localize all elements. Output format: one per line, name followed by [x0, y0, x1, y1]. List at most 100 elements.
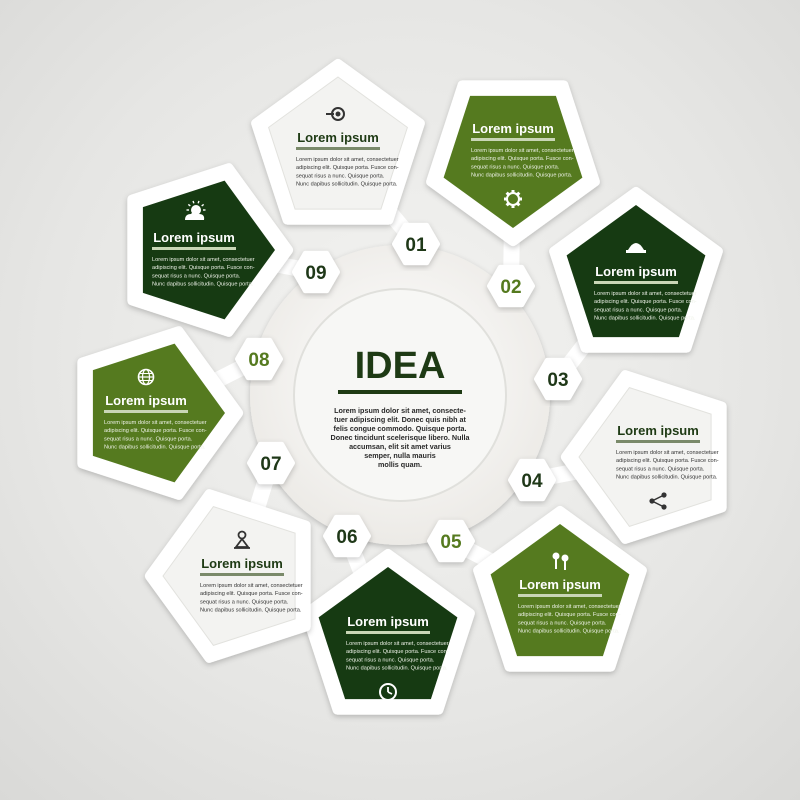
center-title: IDEA — [355, 345, 446, 387]
center-underline — [338, 390, 462, 394]
step-number: 06 — [336, 527, 357, 548]
target-icon — [326, 107, 345, 121]
step-body-line: Lorem ipsum dolor sit amet, consectetuer — [471, 148, 574, 154]
step-number: 08 — [248, 350, 269, 371]
share-icon — [649, 492, 667, 510]
step-panel — [443, 95, 583, 229]
step-body-line: adipiscing elit. Quisque porta. Fusce co… — [471, 156, 574, 162]
step-number: 05 — [440, 532, 462, 553]
step-number: 07 — [260, 454, 281, 475]
step-title: Lorem ipsum — [105, 393, 187, 408]
step-number-badge — [508, 458, 556, 502]
center-body-line: tuer adipiscing elit. Donec quis nibh at — [334, 415, 466, 424]
step-body-line: Lorem ipsum dolor sit amet, consectetuer — [296, 157, 399, 163]
step-body-line: adipiscing elit. Quisque porta. Fusce co… — [296, 165, 399, 171]
step-title-rule — [346, 631, 430, 634]
step-title: Lorem ipsum — [347, 614, 429, 629]
center-body-line: Donec tincidunt scelerisque libero. Null… — [331, 433, 471, 442]
step-body-line: Lorem ipsum dolor sit amet, consectetuer — [616, 450, 719, 456]
step-body-line: adipiscing elit. Quisque porta. Fusce co… — [346, 649, 449, 655]
step-body-line: Lorem ipsum dolor sit amet, consectetuer — [346, 641, 449, 647]
step-title: Lorem ipsum — [617, 423, 699, 438]
step-body-line: adipiscing elit. Quisque porta. Fusce co… — [616, 458, 719, 464]
center-body-line: Lorem ipsum dolor sit amet, consecte- — [334, 406, 466, 415]
step-panel — [566, 205, 706, 338]
step-body-line: adipiscing elit. Quisque porta. Fusce co… — [104, 428, 207, 434]
step-body-line: Nunc dapibus sollicitudin. Quisque porta… — [346, 666, 448, 672]
step-body-line: Lorem ipsum dolor sit amet, consectetuer — [104, 420, 207, 426]
step-body-line: Lorem ipsum dolor sit amet, consectetuer — [200, 583, 303, 589]
step-body-line: Nunc dapibus sollicitudin. Quisque porta… — [518, 629, 620, 635]
step-title-rule — [471, 138, 555, 141]
step-number: 09 — [305, 263, 326, 284]
step-number: 03 — [547, 370, 568, 391]
clock-icon — [379, 683, 397, 701]
center-hub — [293, 288, 507, 502]
step-title-rule — [616, 440, 700, 443]
step-body-line: Nunc dapibus sollicitudin. Quisque porta… — [616, 475, 718, 481]
step-body-line: sequat risus a nunc. Quisque porta. — [346, 657, 435, 663]
step-title-rule — [104, 410, 188, 413]
step-number-badge — [235, 337, 283, 381]
globe-icon — [137, 368, 155, 386]
step-title-rule — [200, 573, 284, 576]
step-number: 02 — [500, 277, 521, 298]
step-body-line: sequat risus a nunc. Quisque porta. — [616, 466, 705, 472]
center-body-line: accumsan, elit sit amet varius — [349, 442, 451, 451]
step-title: Lorem ipsum — [472, 121, 554, 136]
cloud-sun-icon — [185, 200, 206, 220]
step-number-badge — [323, 514, 371, 558]
step-body-line: sequat risus a nunc. Quisque porta. — [296, 173, 385, 179]
step-number: 04 — [521, 471, 543, 492]
step-title: Lorem ipsum — [595, 264, 677, 279]
step-number-badge — [487, 264, 535, 308]
step-title-rule — [296, 147, 380, 150]
step-title-rule — [518, 594, 602, 597]
step-body-line: Lorem ipsum dolor sit amet, consectetuer — [152, 257, 255, 263]
gear-icon — [504, 190, 522, 208]
step-number-badge — [247, 441, 295, 485]
step-body-line: Nunc dapibus sollicitudin. Quisque porta… — [152, 282, 254, 288]
step-body-line: Lorem ipsum dolor sit amet, consectetuer — [518, 604, 621, 610]
step-panel — [268, 76, 408, 210]
step-number: 01 — [405, 235, 427, 256]
step-title-rule — [152, 247, 236, 250]
step-body-line: Lorem ipsum dolor sit amet, consectetuer — [594, 291, 697, 297]
step-body-line: Nunc dapibus sollicitudin. Quisque porta… — [594, 316, 696, 322]
step-title: Lorem ipsum — [297, 130, 379, 145]
step-number-badge — [392, 222, 440, 266]
step-body-line: Nunc dapibus sollicitudin. Quisque porta… — [104, 445, 206, 451]
step-title-rule — [594, 281, 678, 284]
step-body-line: Nunc dapibus sollicitudin. Quisque porta… — [296, 182, 398, 188]
step-body-line: adipiscing elit. Quisque porta. Fusce co… — [518, 612, 621, 618]
step-body-line: sequat risus a nunc. Quisque porta. — [200, 599, 289, 605]
step-number-badge — [534, 357, 582, 401]
step-body-line: adipiscing elit. Quisque porta. Fusce co… — [200, 591, 303, 597]
step-body-line: sequat risus a nunc. Quisque porta. — [594, 307, 683, 313]
step-body-line: sequat risus a nunc. Quisque porta. — [104, 436, 193, 442]
step-body-line: Nunc dapibus sollicitudin. Quisque porta… — [471, 173, 573, 179]
step-title: Lorem ipsum — [519, 577, 601, 592]
center-body-line: mollis quam. — [378, 460, 422, 469]
step-panel — [578, 387, 712, 527]
center-body-line: felis congue commodo. Quisque porta. — [334, 424, 467, 433]
step-body-line: sequat risus a nunc. Quisque porta. — [518, 620, 607, 626]
hat-icon — [626, 243, 646, 253]
center-body: Lorem ipsum dolor sit amet, consecte-tue… — [331, 406, 471, 469]
step-body-line: sequat risus a nunc. Quisque porta. — [152, 273, 241, 279]
person-icon — [234, 530, 250, 549]
center-body-line: semper, nulla mauris — [364, 451, 436, 460]
step-title: Lorem ipsum — [201, 556, 283, 571]
step-body-line: sequat risus a nunc. Quisque porta. — [471, 164, 560, 170]
